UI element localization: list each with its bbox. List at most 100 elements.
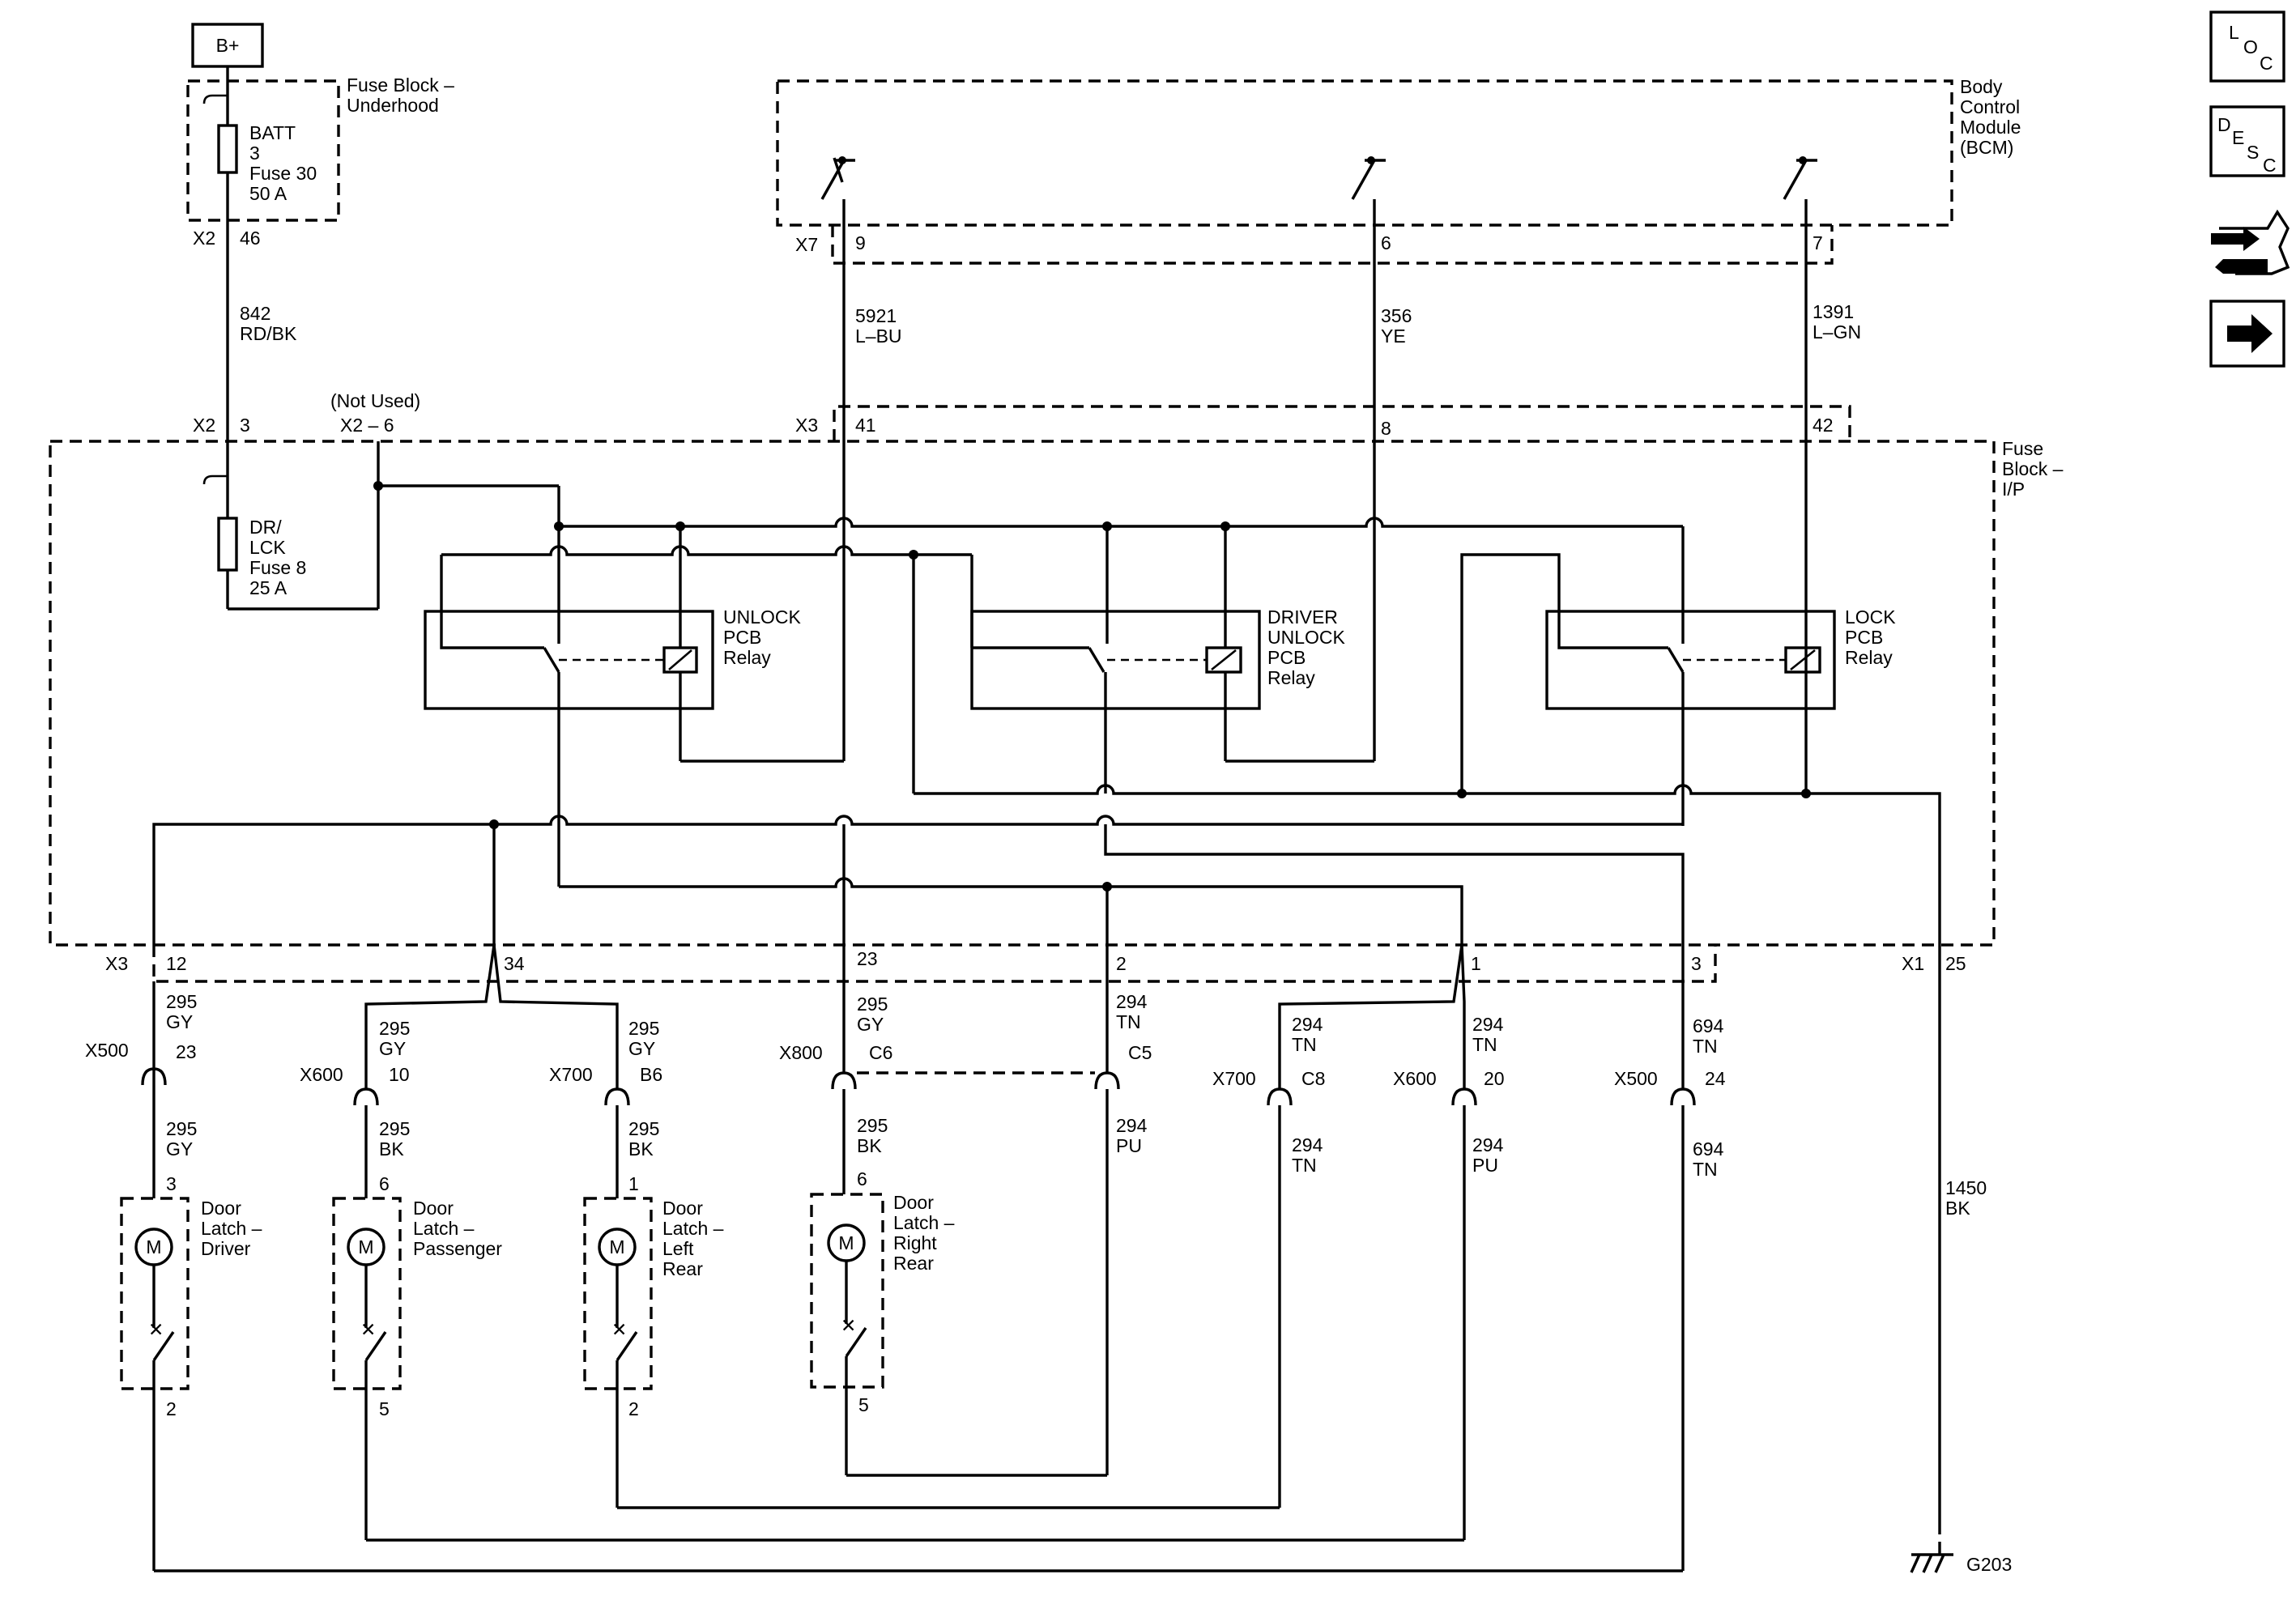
- ip-x3-pin-3: 3: [1691, 953, 1702, 974]
- underhood-title-2: Underhood: [347, 95, 439, 116]
- lock-pcb-relay: LOCK PCB Relay: [1460, 553, 1896, 826]
- latch-label-1: Door: [893, 1192, 934, 1213]
- svg-text:✕: ✕: [841, 1315, 856, 1336]
- latch-label-4: Rear: [662, 1258, 703, 1279]
- branch-c34b-number: 295: [628, 1018, 659, 1039]
- desc-glyph-4: C: [2263, 155, 2277, 176]
- inline-connector-name: X700: [549, 1064, 593, 1085]
- inline-connector-name: X500: [85, 1040, 129, 1061]
- ip-x3-pin-1: 1: [1471, 953, 1481, 974]
- inline-connector-x600-10: X600 10: [300, 1064, 410, 1106]
- branch-c1a-number: 294: [1292, 1014, 1323, 1035]
- driver-unlock-relay-coil: [1205, 646, 1242, 674]
- latch-label-1: Door: [662, 1198, 703, 1219]
- bcm-switch-1: [820, 156, 855, 200]
- latch-label-2: Latch –: [893, 1212, 955, 1233]
- door-latch-passenger: 6 M ✕ 5 Door Latch – Passenger: [332, 1173, 502, 1540]
- svg-text:✕: ✕: [611, 1319, 627, 1340]
- wire-1391-number: 1391: [1813, 301, 1854, 322]
- lower-wire-1-number: 295: [166, 1118, 197, 1139]
- arrow-right-icon: [2227, 314, 2273, 353]
- ground-wire-number: 1450: [1945, 1177, 1987, 1198]
- lower-wire-6-color: TN: [1292, 1155, 1317, 1176]
- bcm-pin-6: 6: [1381, 232, 1391, 253]
- latch-label-2: Latch –: [201, 1218, 262, 1239]
- loc-button[interactable]: L O C: [2209, 11, 2285, 83]
- ip-x1-connector: X1: [1902, 953, 1924, 974]
- drlck-fuse-line-2: LCK: [249, 537, 286, 558]
- lower-wire-5-color: PU: [1116, 1135, 1142, 1156]
- branch-c3-color: TN: [1693, 1036, 1718, 1057]
- lock-relay-coil: [1784, 646, 1821, 674]
- bcm-connector: X7: [795, 234, 818, 255]
- inline-connector-x500-24: X500 24: [1614, 1068, 1726, 1106]
- underhood-connector: X2: [193, 228, 215, 249]
- ip-x3-pin-2: 2: [1116, 953, 1127, 974]
- unlock-relay-line-3: Relay: [723, 647, 771, 668]
- lower-wire-5-number: 294: [1116, 1115, 1148, 1136]
- ip-x3-bottom-connector: X3: [105, 953, 128, 974]
- inline-connector-x700-c8: X700 C8: [1212, 1068, 1325, 1106]
- inline-connector-x500-23: X500 23: [85, 1040, 197, 1086]
- inline-connector-pin: B6: [640, 1064, 662, 1085]
- lower-wire-3-number: 295: [628, 1118, 659, 1139]
- inline-connector-pin: C8: [1301, 1068, 1325, 1089]
- lower-wire-2-number: 295: [379, 1118, 410, 1139]
- motor-label: M: [838, 1232, 854, 1253]
- desc-glyph-1: D: [2217, 114, 2231, 135]
- batt-fuse-line-1: BATT: [249, 122, 296, 143]
- inline-connector-name: X700: [1212, 1068, 1256, 1089]
- wire-5921-number: 5921: [855, 305, 897, 326]
- latch-label-1: Door: [413, 1198, 454, 1219]
- inline-connector-pin: 24: [1705, 1068, 1726, 1089]
- bcm-switch-3: [1783, 156, 1817, 200]
- driver-unlock-relay-line-3: PCB: [1267, 647, 1306, 668]
- lock-relay-line-2: PCB: [1845, 627, 1883, 648]
- wire-842-color: RD/BK: [240, 323, 297, 344]
- desc-button[interactable]: D E S C: [2209, 105, 2285, 177]
- lower-wire-3-color: BK: [628, 1138, 654, 1160]
- drlck-fuse-line-1: DR/: [249, 517, 282, 538]
- lower-wire-8-color: TN: [1693, 1159, 1718, 1180]
- ip-x2-connector: X2: [193, 415, 215, 436]
- lower-wire-4-number: 295: [857, 1115, 888, 1136]
- underhood-pin: 46: [240, 228, 261, 249]
- wire-842-number: 842: [240, 303, 270, 324]
- ip-title-1: Fuse: [2002, 438, 2043, 459]
- bcm-switch-2: [1351, 156, 1386, 200]
- svg-text:✕: ✕: [360, 1319, 376, 1340]
- branch-c2-color: TN: [1116, 1011, 1141, 1032]
- next-button[interactable]: [2209, 300, 2285, 368]
- latch-pin-top: 3: [166, 1173, 177, 1194]
- ip-x3-top-pin-42: 42: [1813, 415, 1834, 436]
- bcm-title-2: Control: [1960, 96, 2020, 117]
- latch-label-3: Left: [662, 1238, 694, 1259]
- ground-wire-color: BK: [1945, 1198, 1970, 1219]
- motor-label: M: [358, 1236, 373, 1257]
- fuse-block-ip: Fuse Block – I/P: [49, 438, 2064, 947]
- inline-connector-name: X600: [1393, 1068, 1437, 1089]
- latch-pin-bottom: 2: [166, 1398, 177, 1419]
- latch-label-3: Right: [893, 1232, 937, 1253]
- unlock-pcb-relay: UNLOCK PCB Relay: [424, 526, 844, 887]
- lower-wire-2-color: BK: [379, 1138, 404, 1160]
- latch-label-2: Latch –: [662, 1218, 724, 1239]
- latch-pin-bottom: 5: [379, 1398, 390, 1419]
- ip-x3-pin-23: 23: [857, 948, 878, 969]
- latch-label-3: Passenger: [413, 1238, 502, 1259]
- latch-label-1: Door: [201, 1198, 241, 1219]
- drlck-fuse-line-3: Fuse 8: [249, 557, 306, 578]
- ip-title-3: I/P: [2002, 479, 2025, 500]
- bcm-pin-7: 7: [1813, 232, 1823, 253]
- battery-supply: B+: [191, 23, 264, 89]
- inline-connector-c5: C5: [1094, 1042, 1152, 1090]
- door-latch-right-rear: 6 M ✕ 5 Door Latch – Right Rear: [810, 1168, 955, 1475]
- loc-glyph-2: O: [2243, 36, 2258, 57]
- loc-glyph-1: L: [2229, 22, 2239, 43]
- ip-x3-pin-34: 34: [504, 953, 525, 974]
- wire-5921-color: L–BU: [855, 326, 902, 347]
- connector-view-button[interactable]: [2211, 209, 2290, 275]
- connector-wrench-icon: [2211, 209, 2290, 275]
- ip-x3-pin-12: 12: [166, 953, 187, 974]
- bcm-title-1: Body: [1960, 76, 2003, 97]
